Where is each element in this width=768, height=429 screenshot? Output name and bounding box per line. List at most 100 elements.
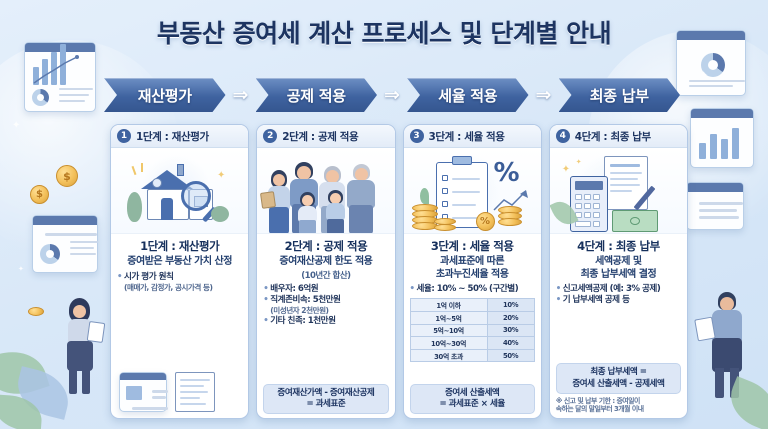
percent-icon: % [493, 158, 520, 188]
card-subtitle: 증여받은 부동산 가치 산정 [127, 256, 232, 267]
formula-box: 최종 납부세액 = 증여세 산출세액 - 공제세액 [555, 363, 681, 394]
card-subtitle-line2: 초과누진세율 적용 [435, 268, 509, 280]
rate-bracket: 1억~5억 [409, 310, 488, 325]
sparkle-icon: ✦ [18, 265, 24, 273]
title-bar: 부동산 증여세 계산 프로세스 및 단계별 안내 [0, 14, 768, 50]
rate-value: 30% [486, 323, 535, 338]
decorative-coin-flat [28, 307, 44, 316]
table-row: 10억~30억 40% [409, 336, 535, 350]
bullet-text: 신고세액공제 (예: 3% 공제) [562, 284, 661, 294]
table-row: 30억 초과 50% [409, 348, 535, 363]
step-number-badge: 1 [117, 129, 131, 143]
flow-step-2[interactable]: 공제 적용 [256, 78, 378, 112]
bullet-dot-icon: • [117, 271, 123, 282]
card-subtitle-secondary: (10년간 합산) [301, 270, 351, 281]
rate-bracket: 10억~30억 [409, 336, 488, 350]
step-card-1[interactable]: 1 1단계 : 재산평가 ✦ 1단계 : 재 [110, 124, 250, 419]
house-window [152, 178, 162, 188]
formula-line: 최종 납부세액 = [590, 367, 647, 378]
page-title: 부동산 증여세 계산 프로세스 및 단계별 안내 [156, 19, 612, 48]
bullet-item: •기타 친족: 1천만원 [263, 316, 388, 327]
step-cards: 1 1단계 : 재산평가 ✦ 1단계 : 재 [110, 124, 688, 419]
family-member-daughter [297, 192, 319, 233]
decorative-trend-line [33, 55, 79, 84]
formula-line: 증여재산가액 - 증여재산공제 [277, 387, 375, 398]
house-door [161, 198, 173, 220]
house-chimney [177, 164, 184, 176]
coin-symbol: $ [63, 169, 71, 183]
decorative-coin: $ [30, 185, 49, 204]
sparkle-icon: ✦ [12, 120, 21, 131]
step-number-badge: 3 [409, 129, 424, 143]
formula-box: 증여재산가액 - 증여재산공제 = 과세표준 [263, 383, 389, 414]
decorative-person-left [58, 298, 106, 400]
bullet-item: •배우자: 6억원 [263, 284, 388, 295]
bullet-dot-icon: • [409, 284, 416, 294]
formula-line: 증여세 산출세액 [444, 387, 500, 398]
bullet-item: •신고세액공제 (예: 3% 공제) [556, 284, 681, 295]
flow-step-4[interactable]: 최종 납부 [559, 78, 681, 112]
rate-bracket: 5억~10억 [409, 323, 488, 338]
bullet-dot-icon: • [555, 295, 562, 306]
card-footnote: ※ 신고 및 납부 기한 : 증여일이 속하는 달의 말일부터 3개월 이내 [556, 397, 681, 414]
card-subtitle: 세액공제 및 [595, 256, 642, 267]
card-header: 4 4단계 : 최종 납부 [549, 125, 687, 148]
family-member-grandfather [347, 164, 377, 233]
bullet-dot-icon: • [555, 284, 562, 294]
step-number-badge: 4 [555, 129, 570, 143]
card-bullets: •배우자: 6억원 •직계존비속: 5천만원 (미성년자 2천만원) •기타 친… [263, 284, 388, 328]
flow-step-3[interactable]: 세율 적용 [407, 78, 529, 112]
table-row: 5억~10억 30% [409, 323, 535, 338]
formula-line: 증여세 산출세액 - 공제세액 [572, 378, 665, 389]
rate-value: 20% [486, 310, 535, 325]
card-header-label: 3단계 : 세율 적용 [428, 130, 505, 143]
card-body: 3단계 : 세율 적용 과세표준에 따른 초과누진세율 적용 •세율: 10% … [404, 234, 541, 418]
calculator-document-money-icon: ✦ ✦ [549, 148, 687, 234]
clipboard-percent-coins-icon: % % [403, 148, 541, 234]
rate-value: 40% [486, 336, 535, 350]
card-header: 2 2단계 : 공제 적용 [257, 125, 395, 148]
gift-box-icon [260, 191, 277, 209]
card-title: 2단계 : 공제 적용 [284, 239, 368, 253]
bullet-item: •직계존비속: 5천만원 [263, 295, 388, 306]
trend-arrow-icon [492, 190, 528, 211]
footnote-line: ※ 신고 및 납부 기한 : 증여일이 [555, 396, 641, 405]
flow-arrow-icon: ⇒ [232, 83, 249, 106]
card-title: 4단계 : 최종 납부 [577, 239, 660, 253]
family-group-icon [257, 148, 395, 234]
footnote-line: 속하는 달의 말일부터 3개월 이내 [555, 405, 644, 414]
bullet-note: (미성년자 2천만원) [270, 306, 329, 316]
sparkle-icon: ✦ [699, 70, 708, 81]
decorative-dashboard-bars-right [690, 108, 754, 168]
card-body: 2단계 : 공제 적용 증여재산공제 한도 적용 (10년간 합산) •배우자:… [257, 234, 394, 418]
step-card-2[interactable]: 2 2단계 : 공제 적용 [256, 124, 396, 419]
decorative-dashboard-report-left [32, 215, 98, 273]
bullet-text: 시가 평가 원칙 [124, 271, 174, 282]
rate-value: 50% [486, 348, 535, 363]
rate-bracket: 1억 이하 [409, 298, 488, 312]
card-bullets: •세율: 10% ~ 50% (구간별) [410, 284, 535, 295]
formula-line: = 과세표준 × 세율 [439, 398, 505, 409]
step-card-4[interactable]: 4 4단계 : 최종 납부 [548, 124, 688, 419]
bullet-text: 기 납부세액 공제 등 [562, 295, 630, 306]
house-with-magnifier-icon: ✦ [111, 148, 249, 234]
bullet-text: 배우자: 6억원 [270, 283, 319, 294]
bullet-text: 기타 친족: 1천만원 [270, 315, 336, 326]
decorative-dashboard-chart-left [24, 42, 96, 112]
bullet-dot-icon: • [263, 315, 269, 326]
card-subtitle: 과세표준에 따른 [440, 256, 505, 267]
coin-symbol: $ [36, 189, 43, 200]
formula-line: = 과세표준 [306, 398, 346, 409]
decorative-dashboard-chart-right [676, 30, 746, 96]
bullet-item: •기 납부세액 공제 등 [556, 295, 681, 306]
card-bullets: •시가 평가 원칙 (매매가, 감정가, 공시가격 등) [117, 272, 242, 293]
card-bullets: •신고세액공제 (예: 3% 공제) •기 납부세액 공제 등 [556, 284, 681, 307]
step-card-3[interactable]: 3 3단계 : 세율 적용 % [402, 124, 542, 419]
bullet-text: 세율: 10% ~ 50% (구간별) [416, 284, 519, 294]
bullet-item: •세율: 10% ~ 50% (구간별) [410, 284, 535, 295]
percent-coin-icon: % [475, 212, 495, 231]
rate-value: 10% [486, 298, 535, 312]
flow-step-1[interactable]: 재산평가 [104, 78, 226, 112]
decorative-dashboard-report-right [686, 182, 744, 230]
